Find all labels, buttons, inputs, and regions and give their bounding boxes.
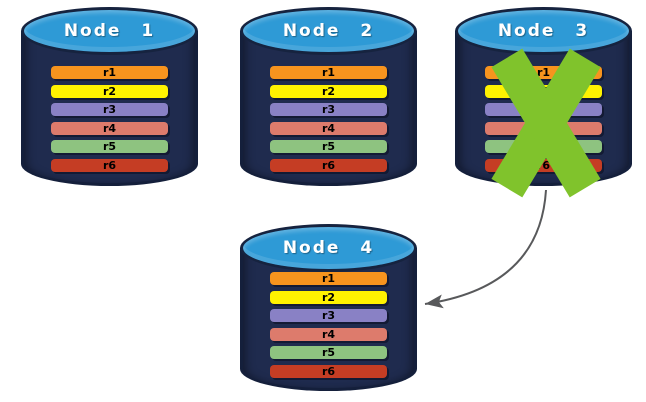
node1-row-r6: r6 bbox=[51, 158, 168, 172]
node-2-rows: r1 r2 r3 r4 r5 r6 bbox=[270, 66, 387, 178]
cylinder-top: Node 1 bbox=[21, 7, 198, 55]
row-label: r6 bbox=[102, 158, 117, 172]
row-label: r1 bbox=[536, 66, 551, 79]
row-label: r4 bbox=[102, 121, 117, 135]
node4-row-r6: r6 bbox=[270, 364, 387, 378]
row-label: r2 bbox=[321, 84, 336, 98]
node2-row-r3: r3 bbox=[270, 103, 387, 117]
node2-row-r1: r1 bbox=[270, 66, 387, 79]
failover-arrow-path bbox=[424, 189, 547, 309]
node4-row-r1: r1 bbox=[270, 272, 387, 285]
node4-row-r2: r2 bbox=[270, 290, 387, 304]
node-4-rows: r1 r2 r3 r4 r5 r6 bbox=[270, 272, 387, 384]
row-label: r2 bbox=[321, 290, 336, 304]
row-label: r5 bbox=[102, 140, 117, 154]
node-4: Node 4 r1 r2 r3 r4 r5 r6 bbox=[240, 224, 417, 391]
row-label: r5 bbox=[321, 140, 336, 154]
node1-row-r4: r4 bbox=[51, 121, 168, 135]
node-1-rows: r1 r2 r3 r4 r5 r6 bbox=[51, 66, 168, 178]
row-label: r6 bbox=[321, 364, 336, 378]
node2-row-r6: r6 bbox=[270, 158, 387, 172]
node4-row-r5: r5 bbox=[270, 346, 387, 360]
node-4-label: Node 4 bbox=[282, 238, 375, 258]
row-label: r3 bbox=[321, 309, 336, 323]
row-label: r2 bbox=[102, 84, 117, 98]
row-label: r5 bbox=[321, 346, 336, 360]
node-2-label: Node 2 bbox=[282, 21, 375, 41]
node1-row-r3: r3 bbox=[51, 103, 168, 117]
row-label: r1 bbox=[321, 66, 336, 79]
cylinder-top: Node 2 bbox=[240, 7, 417, 55]
node-2: Node 2 r1 r2 r3 r4 r5 r6 bbox=[240, 7, 417, 186]
row-label: r4 bbox=[321, 121, 336, 135]
node2-row-r2: r2 bbox=[270, 84, 387, 98]
node1-row-r1: r1 bbox=[51, 66, 168, 79]
row-label: r3 bbox=[321, 103, 336, 117]
node1-row-r2: r2 bbox=[51, 84, 168, 98]
cylinder-top: Node 4 bbox=[240, 224, 417, 272]
node4-row-r3: r3 bbox=[270, 309, 387, 323]
row-label: r1 bbox=[321, 272, 336, 285]
node-3-label: Node 3 bbox=[497, 21, 590, 41]
row-label: r1 bbox=[102, 66, 117, 79]
row-label: r3 bbox=[102, 103, 117, 117]
row-label: r6 bbox=[321, 158, 336, 172]
row-label: r4 bbox=[321, 327, 336, 341]
node2-row-r5: r5 bbox=[270, 140, 387, 154]
cylinder-top: Node 3 bbox=[455, 7, 632, 55]
node-1: Node 1 r1 r2 r3 r4 r5 r6 bbox=[21, 7, 198, 186]
node1-row-r5: r5 bbox=[51, 140, 168, 154]
node-1-label: Node 1 bbox=[63, 21, 156, 41]
node4-row-r4: r4 bbox=[270, 327, 387, 341]
node2-row-r4: r4 bbox=[270, 121, 387, 135]
